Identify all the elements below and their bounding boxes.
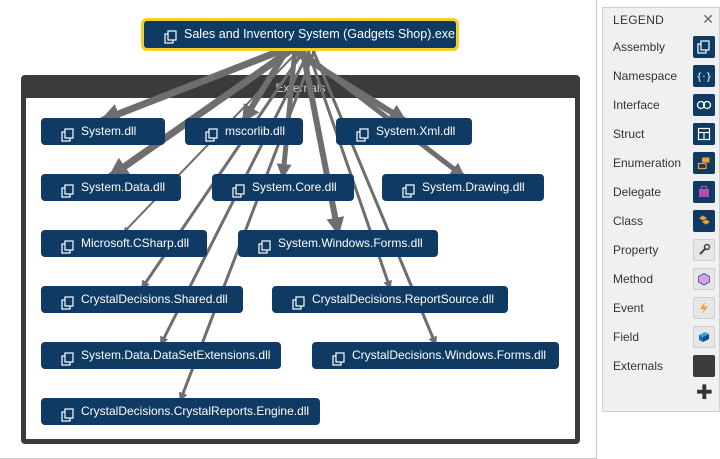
event-icon [693,297,715,319]
legend-item-label: Field [613,330,640,344]
assembly-icon [61,349,75,366]
legend-item-namespace[interactable]: Namespace {·} [603,65,720,89]
node-crystal-shared-dll[interactable]: CrystalDecisions.Shared.dll [41,286,243,313]
field-icon [693,326,715,348]
method-icon [693,268,715,290]
legend-close-icon[interactable]: ✕ [702,11,714,27]
dependency-graph-canvas[interactable]: Externals Sales and Inventory System (Ga… [0,0,597,459]
delegate-icon [693,181,715,203]
assembly-icon [61,181,75,198]
assembly-icon [232,181,246,198]
legend-item-label: Enumeration [613,156,682,170]
node-label: System.Core.dll [252,180,337,194]
assembly-icon [402,181,416,198]
node-label: CrystalDecisions.CrystalReports.Engine.d… [81,404,310,418]
legend-item-label: Struct [613,127,645,141]
node-label: Microsoft.CSharp.dll [81,236,190,250]
legend-item-label: Property [613,243,659,257]
legend-item-label: Assembly [613,40,666,54]
legend-item-assembly[interactable]: Assembly [603,36,720,60]
node-label: CrystalDecisions.ReportSource.dll [312,292,495,306]
node-label: System.Data.dll [81,180,166,194]
namespace-icon: {·} [693,65,715,87]
property-icon [693,239,715,261]
legend-item-label: Event [613,301,644,315]
legend-item-interface[interactable]: Interface [603,94,720,118]
class-icon [693,210,715,232]
assembly-icon [61,293,75,310]
node-system-data-dll[interactable]: System.Data.dll [41,174,181,201]
enumeration-icon [693,152,715,174]
node-microsoft-csharp-dll[interactable]: Microsoft.CSharp.dll [41,230,207,257]
legend-title: LEGEND [613,13,665,27]
node-system-drawing-dll[interactable]: System.Drawing.dll [382,174,544,201]
legend-item-struct[interactable]: Struct [603,123,720,147]
assembly-icon [693,36,715,58]
legend-item-enumeration[interactable]: Enumeration [603,152,720,176]
add-icon[interactable]: ✚ [696,382,713,404]
assembly-icon [205,125,219,142]
svg-text:{·}: {·} [696,72,712,83]
root-assembly-node[interactable]: Sales and Inventory System (Gadgets Shop… [141,18,459,51]
node-system-data-datasetextensions-dll[interactable]: System.Data.DataSetExtensions.dll [41,342,281,369]
assembly-icon [258,237,272,254]
assembly-icon [292,293,306,310]
node-mscorlib-dll[interactable]: mscorlib.dll [185,118,303,145]
legend-item-label: Interface [613,98,660,112]
legend-item-delegate[interactable]: Delegate [603,181,720,205]
legend-item-label: Namespace [613,69,678,83]
node-crystal-reportsource-dll[interactable]: CrystalDecisions.ReportSource.dll [272,286,508,313]
node-crystal-reports-engine-dll[interactable]: CrystalDecisions.CrystalReports.Engine.d… [41,398,320,425]
node-label: System.Windows.Forms.dll [278,236,423,250]
assembly-icon [332,349,346,366]
node-system-windows-forms-dll[interactable]: System.Windows.Forms.dll [238,230,438,257]
interface-icon [693,94,715,116]
externals-group-title: Externals [275,81,326,95]
legend-item-label: Method [613,272,654,286]
node-system-dll[interactable]: System.dll [41,118,165,145]
legend-item-label: Class [613,214,644,228]
assembly-icon [164,27,178,44]
node-label: CrystalDecisions.Shared.dll [81,292,228,306]
legend-item-property[interactable]: Property [603,239,720,263]
assembly-icon [61,405,75,422]
legend-item-label: Delegate [613,185,662,199]
externals-swatch [693,355,715,377]
node-crystal-windows-forms-dll[interactable]: CrystalDecisions.Windows.Forms.dll [312,342,559,369]
node-label: System.dll [81,124,137,138]
node-system-core-dll[interactable]: System.Core.dll [212,174,354,201]
legend-item-method[interactable]: Method [603,268,720,292]
legend-item-externals[interactable]: Externals [603,355,720,379]
assembly-icon [61,125,75,142]
root-assembly-label: Sales and Inventory System (Gadgets Shop… [184,27,455,41]
struct-icon [693,123,715,145]
node-label: CrystalDecisions.Windows.Forms.dll [352,348,547,362]
assembly-icon [356,125,370,142]
legend-panel: LEGEND ✕ Assembly Namespace {·} Interfac… [602,7,720,412]
node-label: mscorlib.dll [225,124,286,138]
node-label: System.Data.DataSetExtensions.dll [81,348,271,362]
legend-item-class[interactable]: Class [603,210,720,234]
legend-item-event[interactable]: Event [603,297,720,321]
legend-item-field[interactable]: Field [603,326,720,350]
assembly-icon [61,237,75,254]
node-label: System.Drawing.dll [422,180,525,194]
node-label: System.Xml.dll [376,124,456,138]
node-system-xml-dll[interactable]: System.Xml.dll [336,118,472,145]
legend-item-label: Externals [613,359,664,373]
